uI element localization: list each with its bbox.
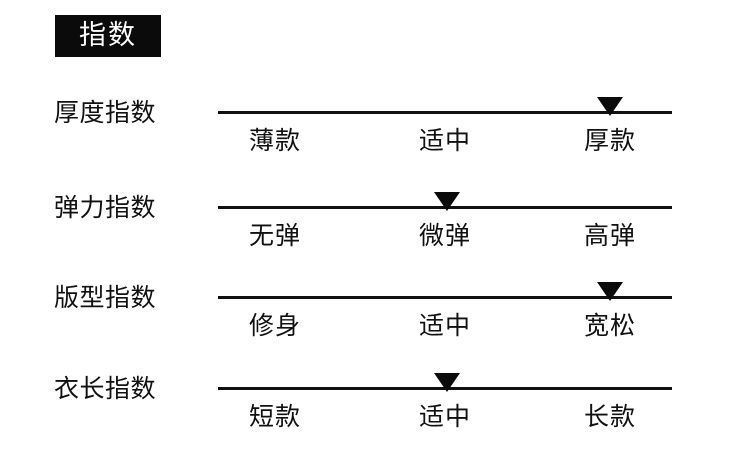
index-scale-ticks: 短款 适中 长款 — [200, 398, 690, 436]
index-tick-label: 适中 — [418, 312, 471, 340]
index-tick-label: 厚款 — [583, 127, 636, 155]
index-scale-ticks: 薄款 适中 厚款 — [200, 122, 690, 160]
index-tick-label: 短款 — [248, 403, 301, 431]
index-marker-triangle-icon — [434, 192, 460, 211]
index-marker-triangle-icon — [597, 282, 623, 301]
index-marker-triangle-icon — [597, 97, 623, 116]
index-title-badge: 指数 — [55, 15, 161, 57]
index-tick-label: 适中 — [418, 403, 471, 431]
index-row-elasticity: 弹力指数 无弹 微弹 高弹 — [0, 165, 750, 257]
index-tick-label: 薄款 — [248, 127, 301, 155]
index-tick-label: 适中 — [418, 127, 471, 155]
index-scale-ticks: 无弹 微弹 高弹 — [200, 217, 690, 255]
index-row-label: 版型指数 — [54, 283, 157, 312]
index-tick-label: 微弹 — [418, 222, 471, 250]
index-row-fit: 版型指数 修身 适中 宽松 — [0, 255, 750, 347]
index-tick-label: 高弹 — [583, 222, 636, 250]
index-tick-label: 宽松 — [583, 312, 636, 340]
index-scale-ticks: 修身 适中 宽松 — [200, 307, 690, 345]
index-row-label: 厚度指数 — [54, 98, 157, 127]
index-tick-label: 修身 — [248, 312, 301, 340]
index-row-label: 弹力指数 — [54, 193, 157, 222]
index-row-thickness: 厚度指数 薄款 适中 厚款 — [0, 70, 750, 162]
index-tick-label: 无弹 — [248, 222, 301, 250]
index-title-label: 指数 — [79, 19, 137, 50]
index-tick-label: 长款 — [583, 403, 636, 431]
index-scale-track — [218, 296, 672, 299]
index-marker-triangle-icon — [434, 373, 460, 392]
index-scale-track — [218, 111, 672, 114]
index-row-label: 衣长指数 — [54, 374, 157, 403]
index-row-length: 衣长指数 短款 适中 长款 — [0, 346, 750, 438]
